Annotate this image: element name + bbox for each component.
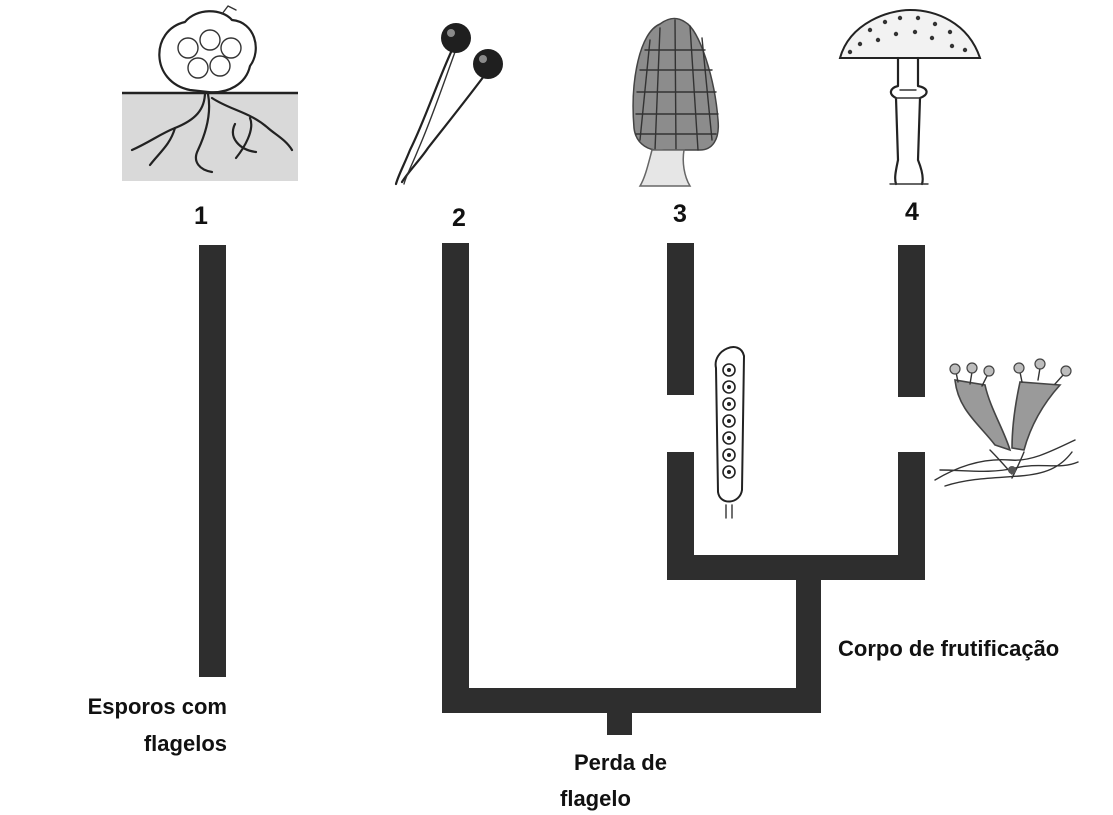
- taxon-2-number: 2: [452, 204, 466, 232]
- zygomycete-sporangia-icon: [394, 23, 503, 186]
- ascus-icon: [714, 346, 746, 519]
- label-flagellum-loss-line2: flagelo: [560, 786, 631, 811]
- node-bar-3-4: [667, 555, 925, 580]
- branch-taxon-1: [199, 245, 226, 677]
- label-flagellated-spores-line2: flagelos: [144, 731, 227, 756]
- branch-taxon-2: [442, 243, 469, 713]
- branch-taxon-3-upper: [667, 243, 694, 395]
- label-flagellated-spores-line1: Esporos com: [88, 694, 227, 719]
- node-bar-2-34: [442, 688, 821, 713]
- taxon-1-number: 1: [194, 202, 208, 230]
- taxon-4-number: 4: [905, 198, 919, 226]
- branch-taxon-4-upper: [898, 245, 925, 397]
- amanita-mushroom-icon: [838, 8, 982, 186]
- basidium-icon: [934, 358, 1079, 487]
- root-stem: [607, 711, 632, 735]
- label-flagellum-loss-line1: Perda de: [574, 750, 667, 775]
- chytrid-sporangium-icon: [122, 5, 298, 181]
- taxon-3-number: 3: [673, 200, 687, 228]
- label-fruiting-body: Corpo de frutificação: [838, 636, 1059, 661]
- morel-mushroom-icon: [632, 17, 720, 187]
